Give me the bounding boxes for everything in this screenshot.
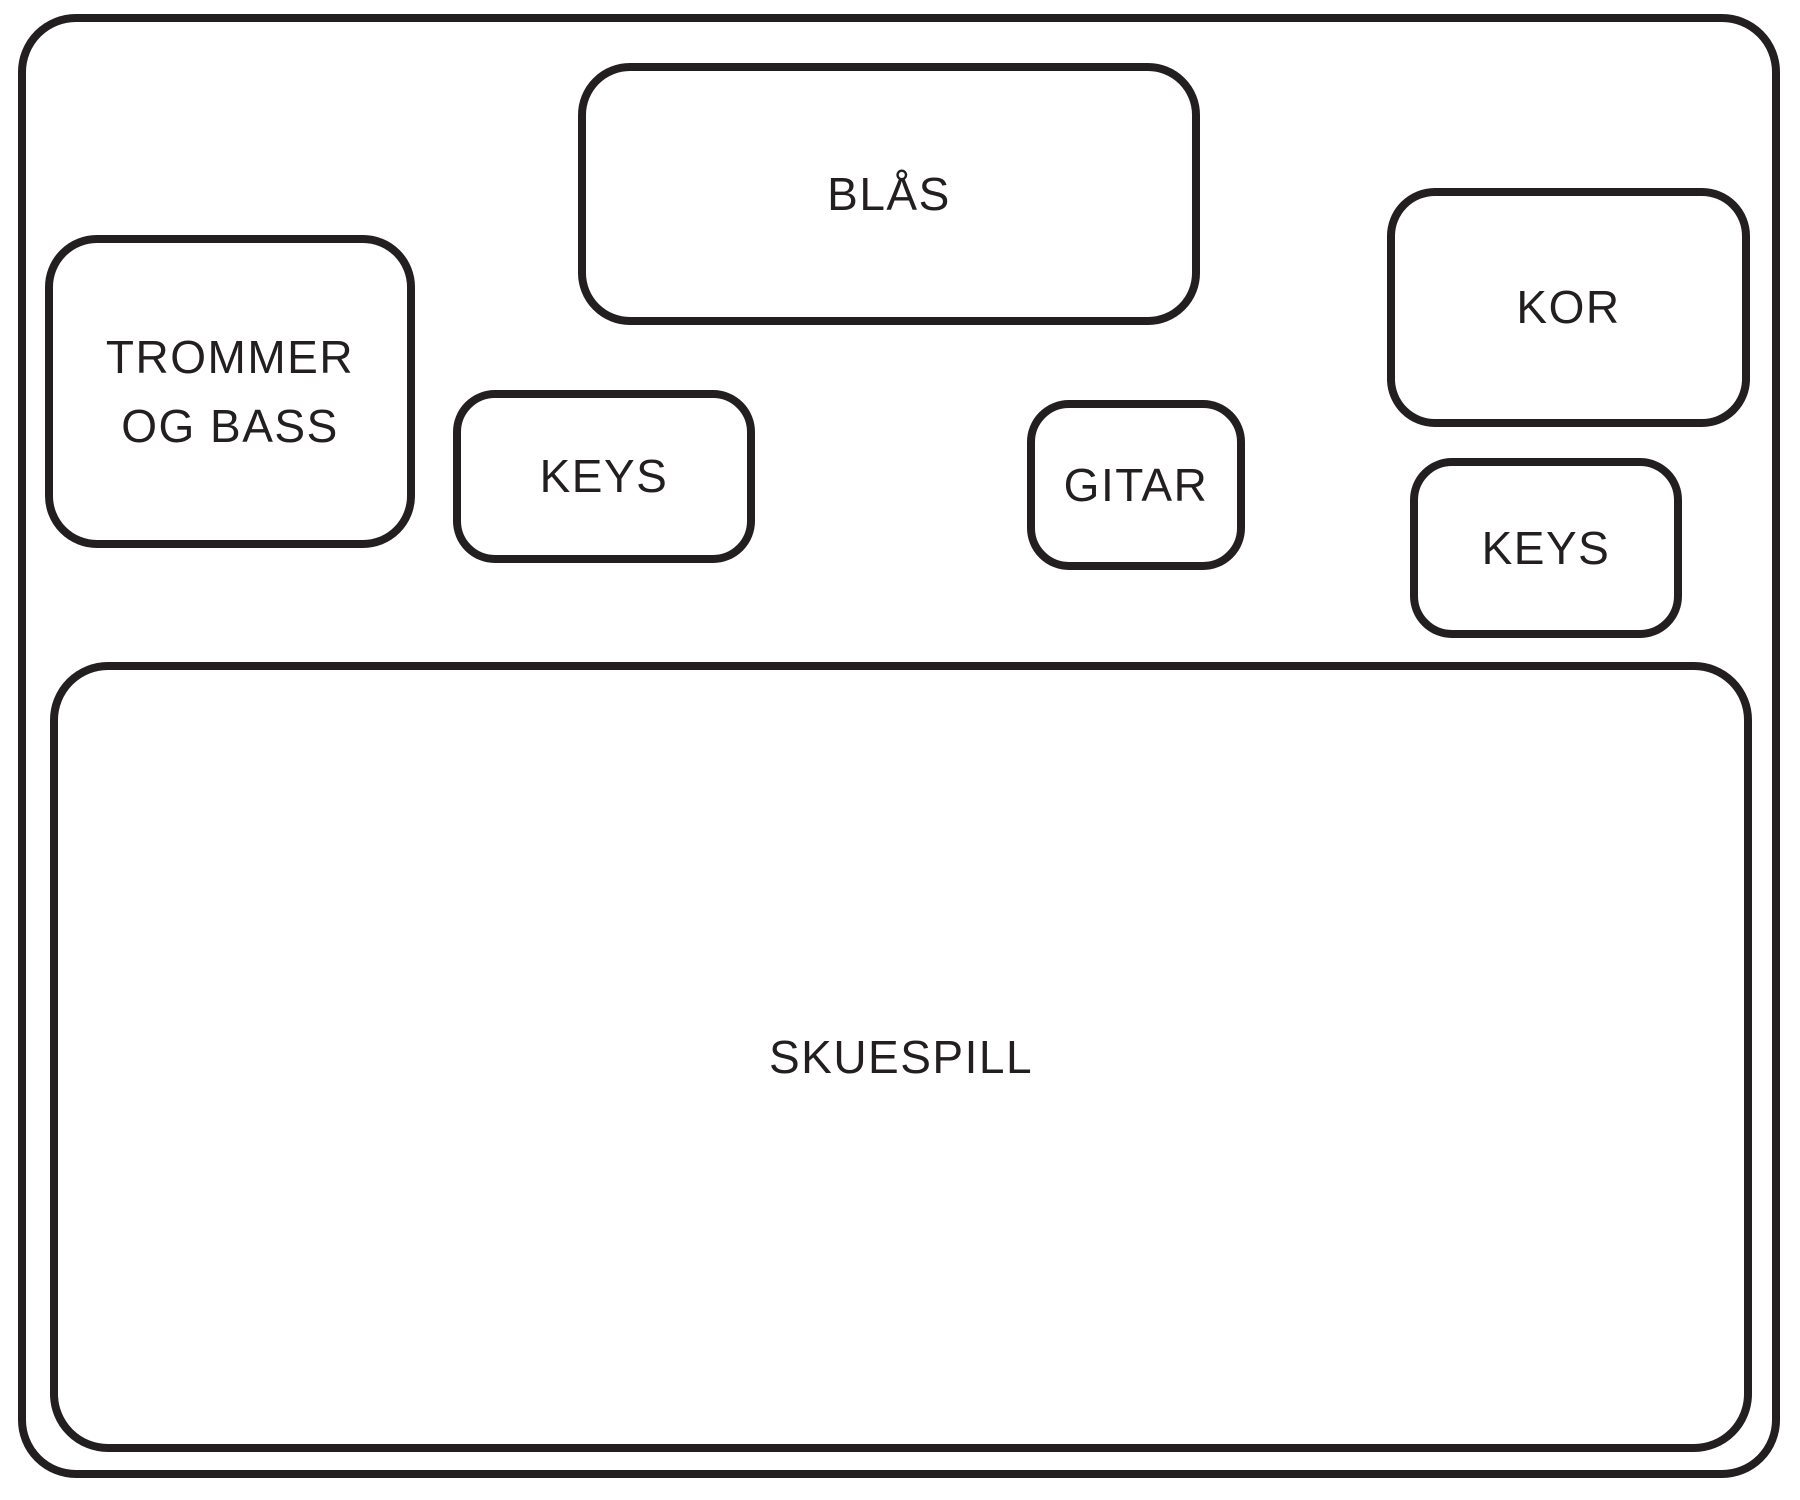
area-label-blas: BLÅS (827, 167, 951, 220)
area-label-keys-right: KEYS (1481, 521, 1611, 574)
area-label-trommer-line2: OG BASS (121, 399, 339, 452)
area-label-skuespill: SKUESPILL (768, 1030, 1034, 1083)
area-label-trommer-line1: TROMMER (105, 330, 355, 383)
area-label-trommer-og-bass: TROMMER OG BASS (106, 323, 354, 461)
area-trommer-og-bass: TROMMER OG BASS (45, 235, 415, 548)
area-label-keys-left: KEYS (539, 450, 669, 502)
area-label-gitar: GITAR (1063, 458, 1209, 511)
area-keys-right: KEYS (1410, 458, 1682, 638)
area-skuespill: SKUESPILL (50, 662, 1752, 1452)
area-kor: KOR (1387, 188, 1750, 427)
area-gitar: GITAR (1027, 400, 1245, 570)
area-keys-left: KEYS (453, 390, 755, 563)
area-label-kor: KOR (1516, 281, 1621, 333)
area-blas: BLÅS (578, 63, 1200, 325)
